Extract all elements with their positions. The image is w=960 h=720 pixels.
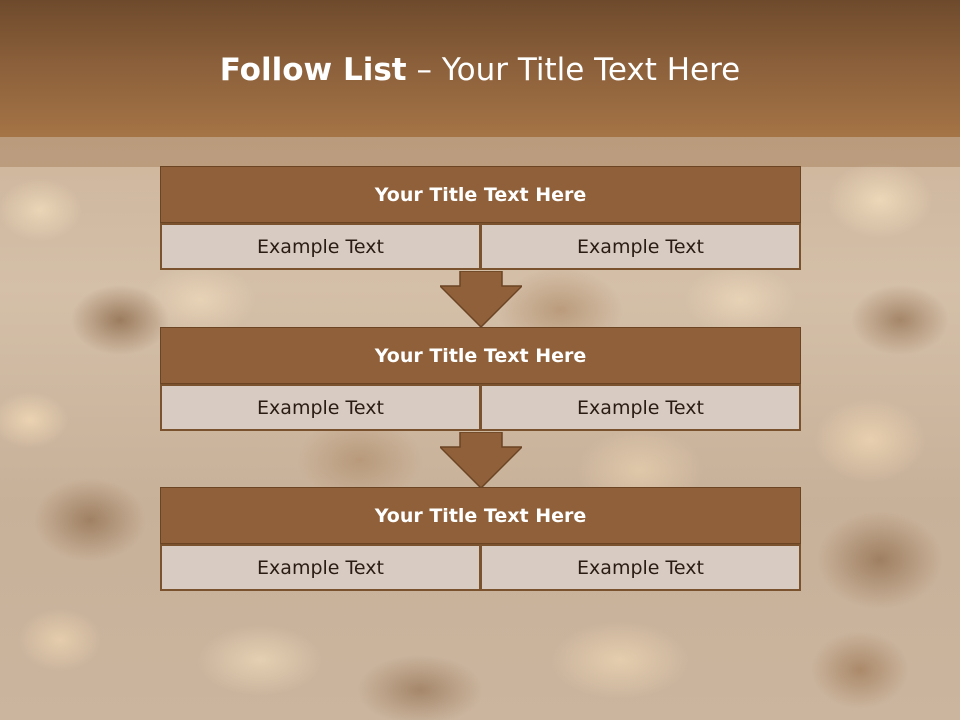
block-cell-right: Example Text — [480, 544, 801, 591]
block-cell-left: Example Text — [160, 384, 481, 431]
block-title: Your Title Text Here — [160, 166, 801, 223]
slide-title-bold: Follow List — [219, 52, 407, 88]
slide-title-rest: – Your Title Text Here — [406, 52, 741, 88]
header-band — [0, 0, 960, 137]
block-title: Your Title Text Here — [160, 487, 801, 544]
list-block-3: Your Title Text Here Example Text Exampl… — [160, 487, 801, 592]
list-block-2: Your Title Text Here Example Text Exampl… — [160, 327, 801, 432]
block-cell-right: Example Text — [480, 384, 801, 431]
down-arrow-icon — [440, 271, 522, 327]
block-cell-left: Example Text — [160, 544, 481, 591]
header-shadow-strip — [0, 137, 960, 167]
block-title: Your Title Text Here — [160, 327, 801, 384]
list-block-1: Your Title Text Here Example Text Exampl… — [160, 166, 801, 271]
slide-title: Follow List – Your Title Text Here — [0, 52, 960, 88]
block-cell-left: Example Text — [160, 223, 481, 270]
block-cell-right: Example Text — [480, 223, 801, 270]
down-arrow-icon — [440, 432, 522, 488]
